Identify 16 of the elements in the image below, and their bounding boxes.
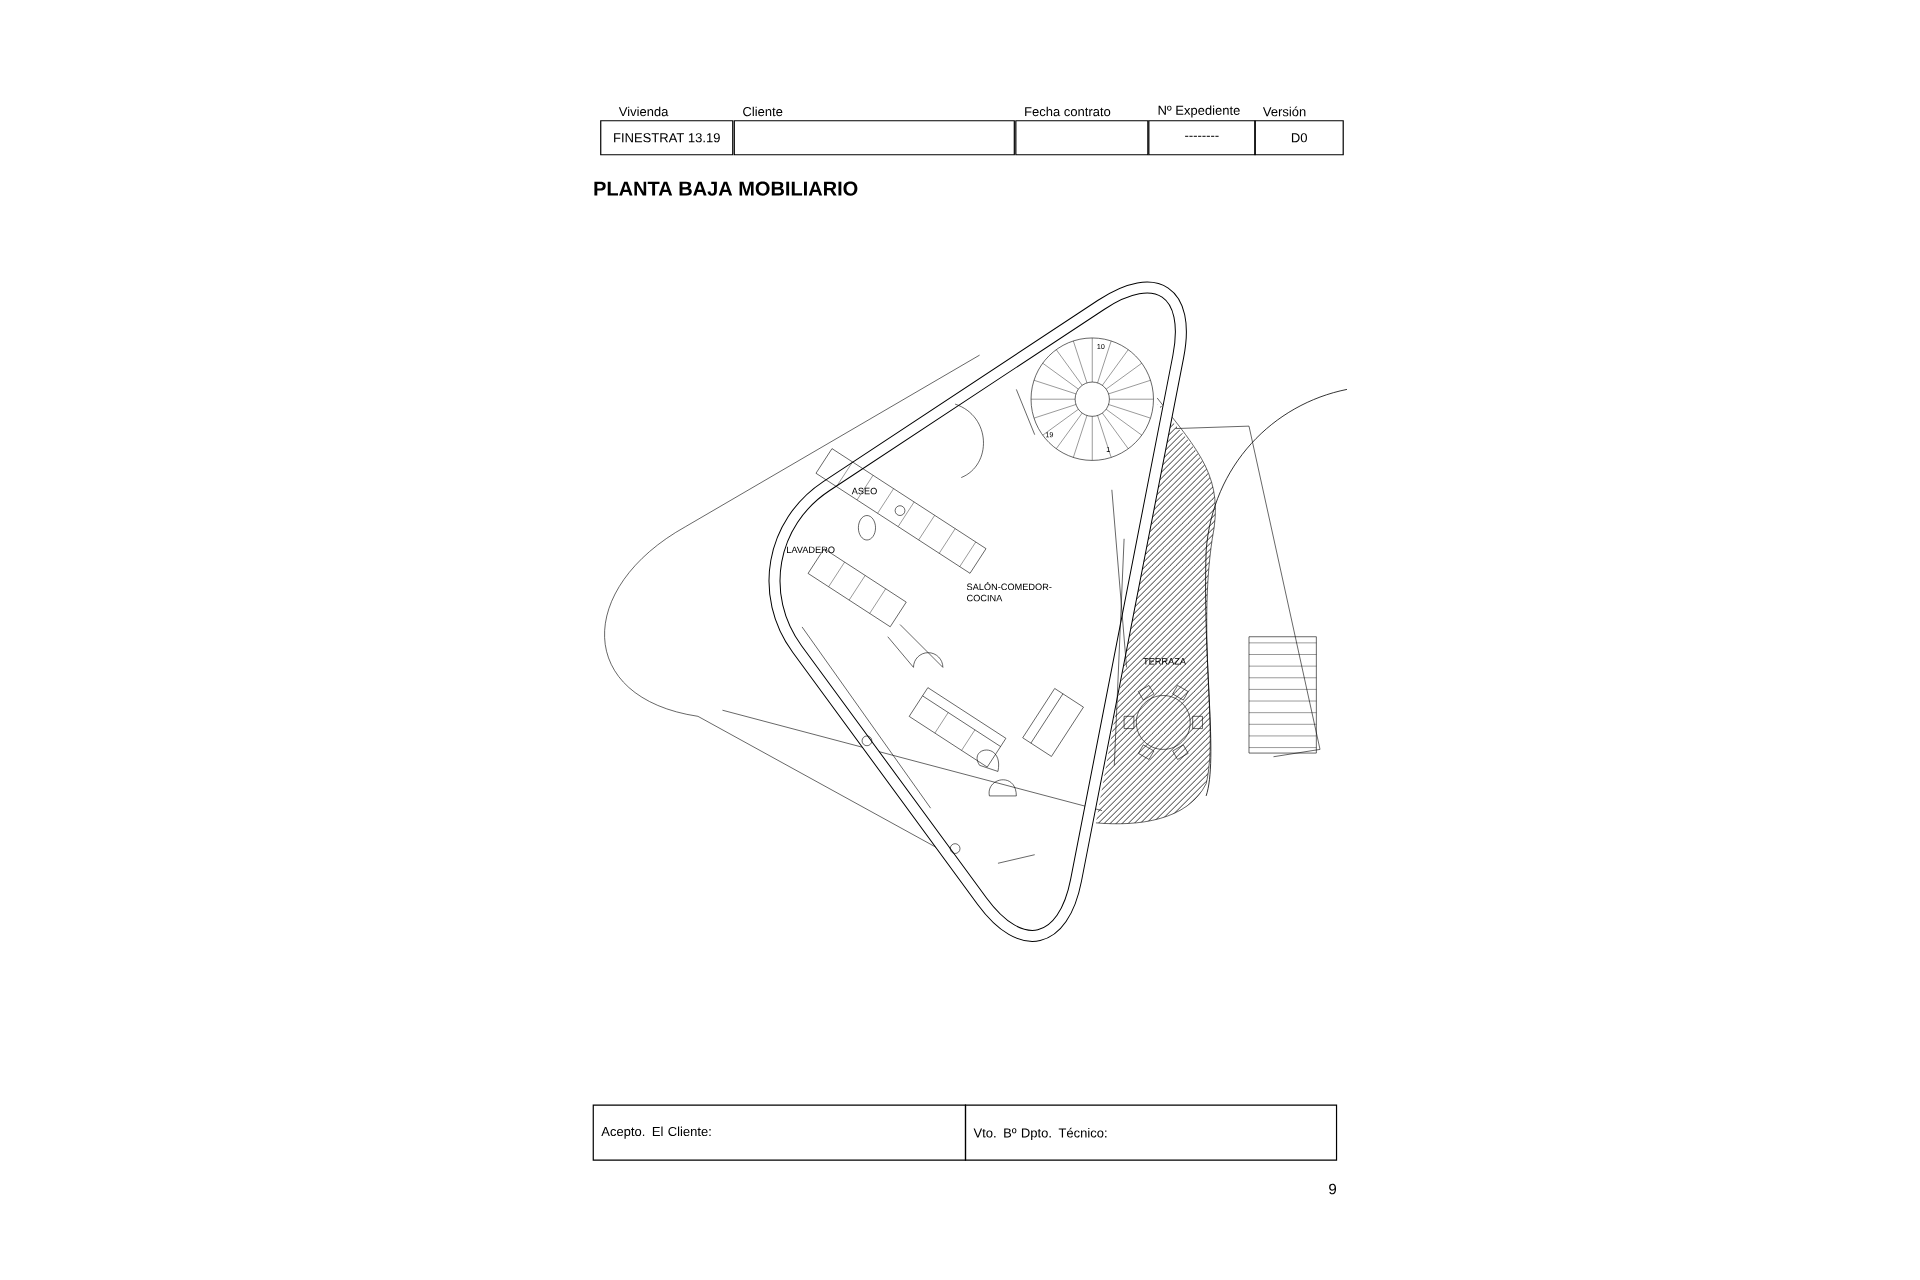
- signature-box: Acepto. El Cliente:: [592, 1104, 967, 1161]
- column-header: Versión: [1262, 106, 1306, 117]
- column-header: Cliente: [743, 106, 783, 117]
- title: PLANTA BAJA MOBILIARIO: [594, 181, 858, 196]
- room-label: TERRAZA: [1143, 658, 1186, 665]
- room-label: ASEO: [851, 487, 877, 495]
- column-header: Vivienda: [618, 106, 669, 117]
- room-label: SALÓN-COMEDOR- COCINA: [966, 582, 1052, 602]
- room-label: LAVADERO: [787, 546, 835, 554]
- column-header: Nº Expediente: [1158, 105, 1240, 118]
- column-header: Fecha contrato: [1025, 106, 1111, 117]
- signature-box: Vto. Bº Dpto. Técnico:: [964, 1104, 1338, 1161]
- page-number: 9: [1329, 1183, 1337, 1195]
- table-cell: --------: [1148, 120, 1256, 156]
- table-cell: FINESTRAT 13.19: [600, 120, 734, 156]
- table-cell: D0: [1254, 120, 1344, 156]
